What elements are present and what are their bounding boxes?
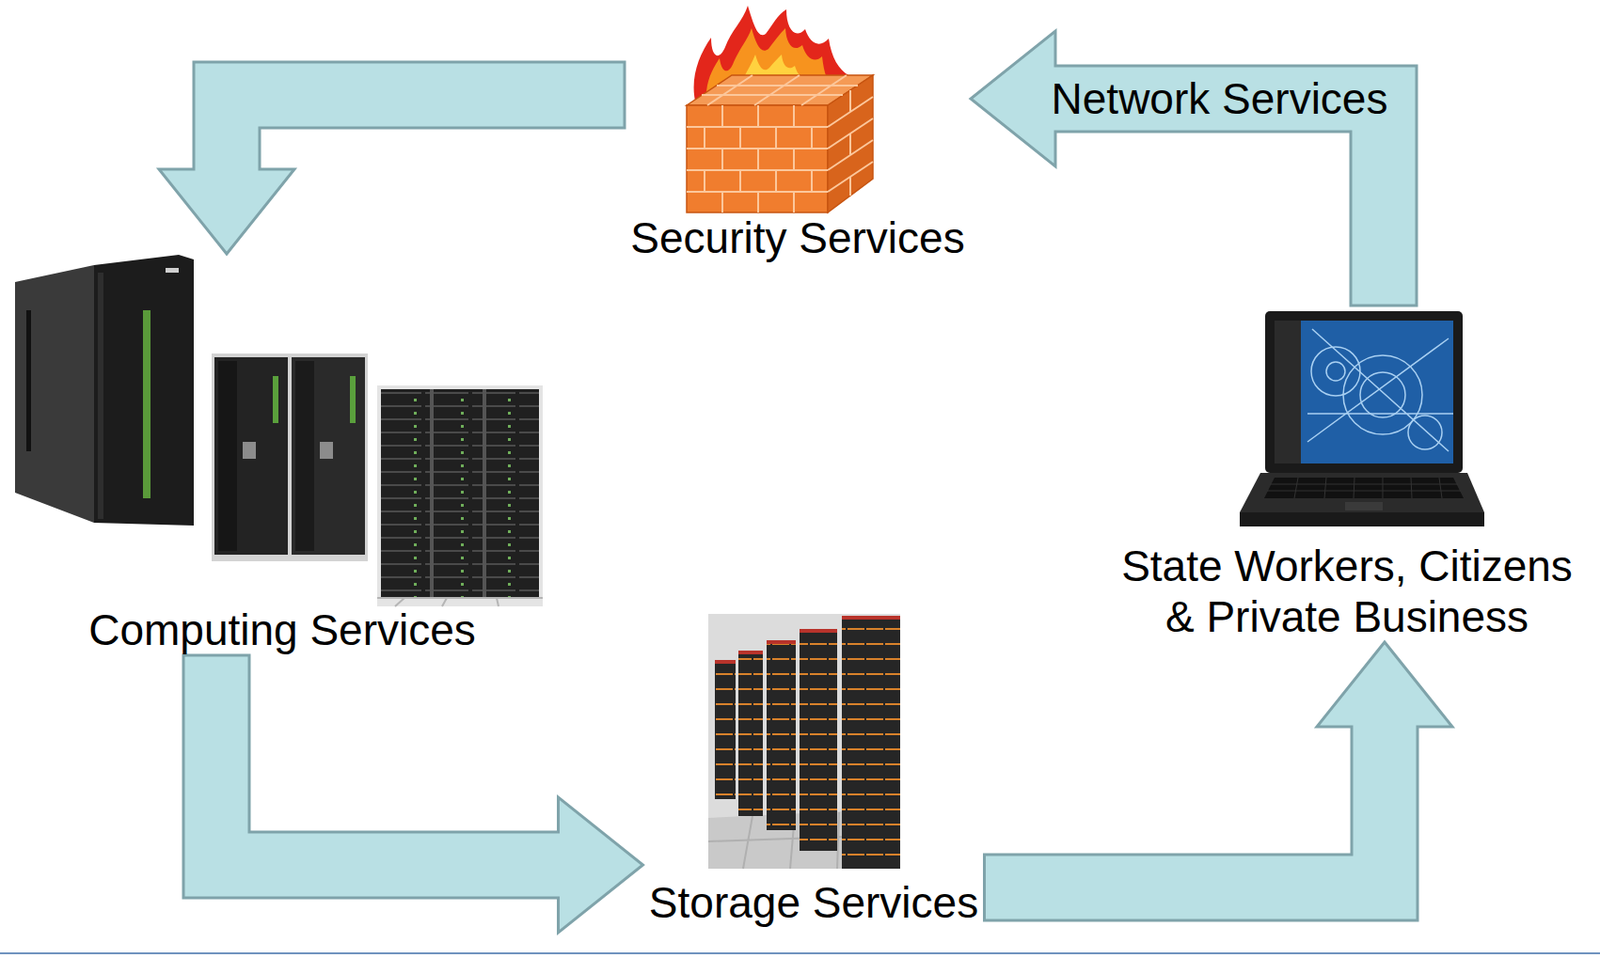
service-node: Computing Services xyxy=(15,253,549,656)
node-label: Computing Services xyxy=(88,604,476,656)
laptop-photo xyxy=(1267,477,1461,499)
laptop-photo xyxy=(1239,473,1485,513)
server-rack-photo xyxy=(433,389,483,599)
server-rack-photo xyxy=(380,389,430,599)
mainframe-photo xyxy=(142,310,151,499)
storage-photo xyxy=(766,640,796,645)
laptop-photo xyxy=(1239,512,1485,527)
laptop-photo xyxy=(1264,477,1464,499)
block-arrow xyxy=(970,31,1417,306)
node-label: Security Services xyxy=(630,212,965,264)
mainframe-photo xyxy=(26,310,32,452)
storage-photo xyxy=(708,614,901,870)
storage-photo xyxy=(714,660,736,800)
block-arrow xyxy=(183,655,644,934)
node-label: State Workers, Citizens & Private Busine… xyxy=(1109,540,1585,643)
laptop-photo xyxy=(1360,372,1406,418)
z-series-photo xyxy=(211,353,368,562)
laptop-photo xyxy=(1326,362,1346,381)
storage-photo xyxy=(799,629,838,634)
z-series-photo xyxy=(218,361,238,552)
storage-photo xyxy=(708,614,901,870)
laptop-photo xyxy=(1274,320,1301,464)
server-rack-photo xyxy=(377,385,543,607)
server-rack-photo xyxy=(377,598,543,607)
icon-slot xyxy=(630,4,966,213)
laptop-photo xyxy=(1274,320,1454,464)
laptop-photo xyxy=(1239,311,1485,527)
icon-slot xyxy=(21,253,543,605)
storage-photo xyxy=(738,650,763,817)
server-rack-photo xyxy=(429,389,434,599)
z-series-photo xyxy=(291,357,365,555)
service-node: State Workers, Citizens & Private Busine… xyxy=(1104,305,1591,643)
z-series-photo xyxy=(319,442,333,460)
storage-photo xyxy=(714,660,736,665)
z-series-photo xyxy=(211,353,368,562)
service-node: Storage Services xyxy=(643,611,985,929)
arrow-label: Network Services xyxy=(1051,75,1389,123)
bottom-rule xyxy=(0,952,1600,955)
firewall-icon xyxy=(686,75,873,213)
mainframe-photo xyxy=(94,254,194,526)
laptop-photo xyxy=(1307,329,1454,452)
node-label: Storage Services xyxy=(649,877,979,929)
server-rack-photo xyxy=(482,389,487,599)
mainframe-photo xyxy=(15,254,194,526)
storage-photo xyxy=(738,650,763,655)
storage-photo xyxy=(841,616,901,620)
server-rack-photo xyxy=(486,389,539,599)
laptop-photo xyxy=(1265,311,1463,474)
laptop-photo xyxy=(1311,347,1361,397)
mainframe-photo xyxy=(165,268,179,273)
storage-photo xyxy=(841,616,901,870)
storage-photo xyxy=(799,629,838,852)
laptop-photo xyxy=(1408,415,1442,450)
z-series-photo xyxy=(214,357,288,555)
mainframe-photo xyxy=(97,272,104,520)
laptop-photo xyxy=(1345,502,1383,511)
storage-photo xyxy=(766,640,796,831)
laptop-photo xyxy=(1307,329,1454,452)
z-series-photo xyxy=(272,376,279,424)
server-rack-photo xyxy=(377,385,543,607)
block-arrow xyxy=(158,62,625,254)
icon-slot xyxy=(1109,305,1585,541)
service-node: Security Services xyxy=(624,4,971,264)
z-series-photo xyxy=(242,442,256,460)
block-arrow xyxy=(984,642,1454,921)
z-series-photo xyxy=(295,361,315,552)
mainframe-photo xyxy=(15,265,95,523)
icon-slot xyxy=(649,611,980,878)
firewall-icon xyxy=(686,5,873,213)
z-series-photo xyxy=(349,376,356,424)
